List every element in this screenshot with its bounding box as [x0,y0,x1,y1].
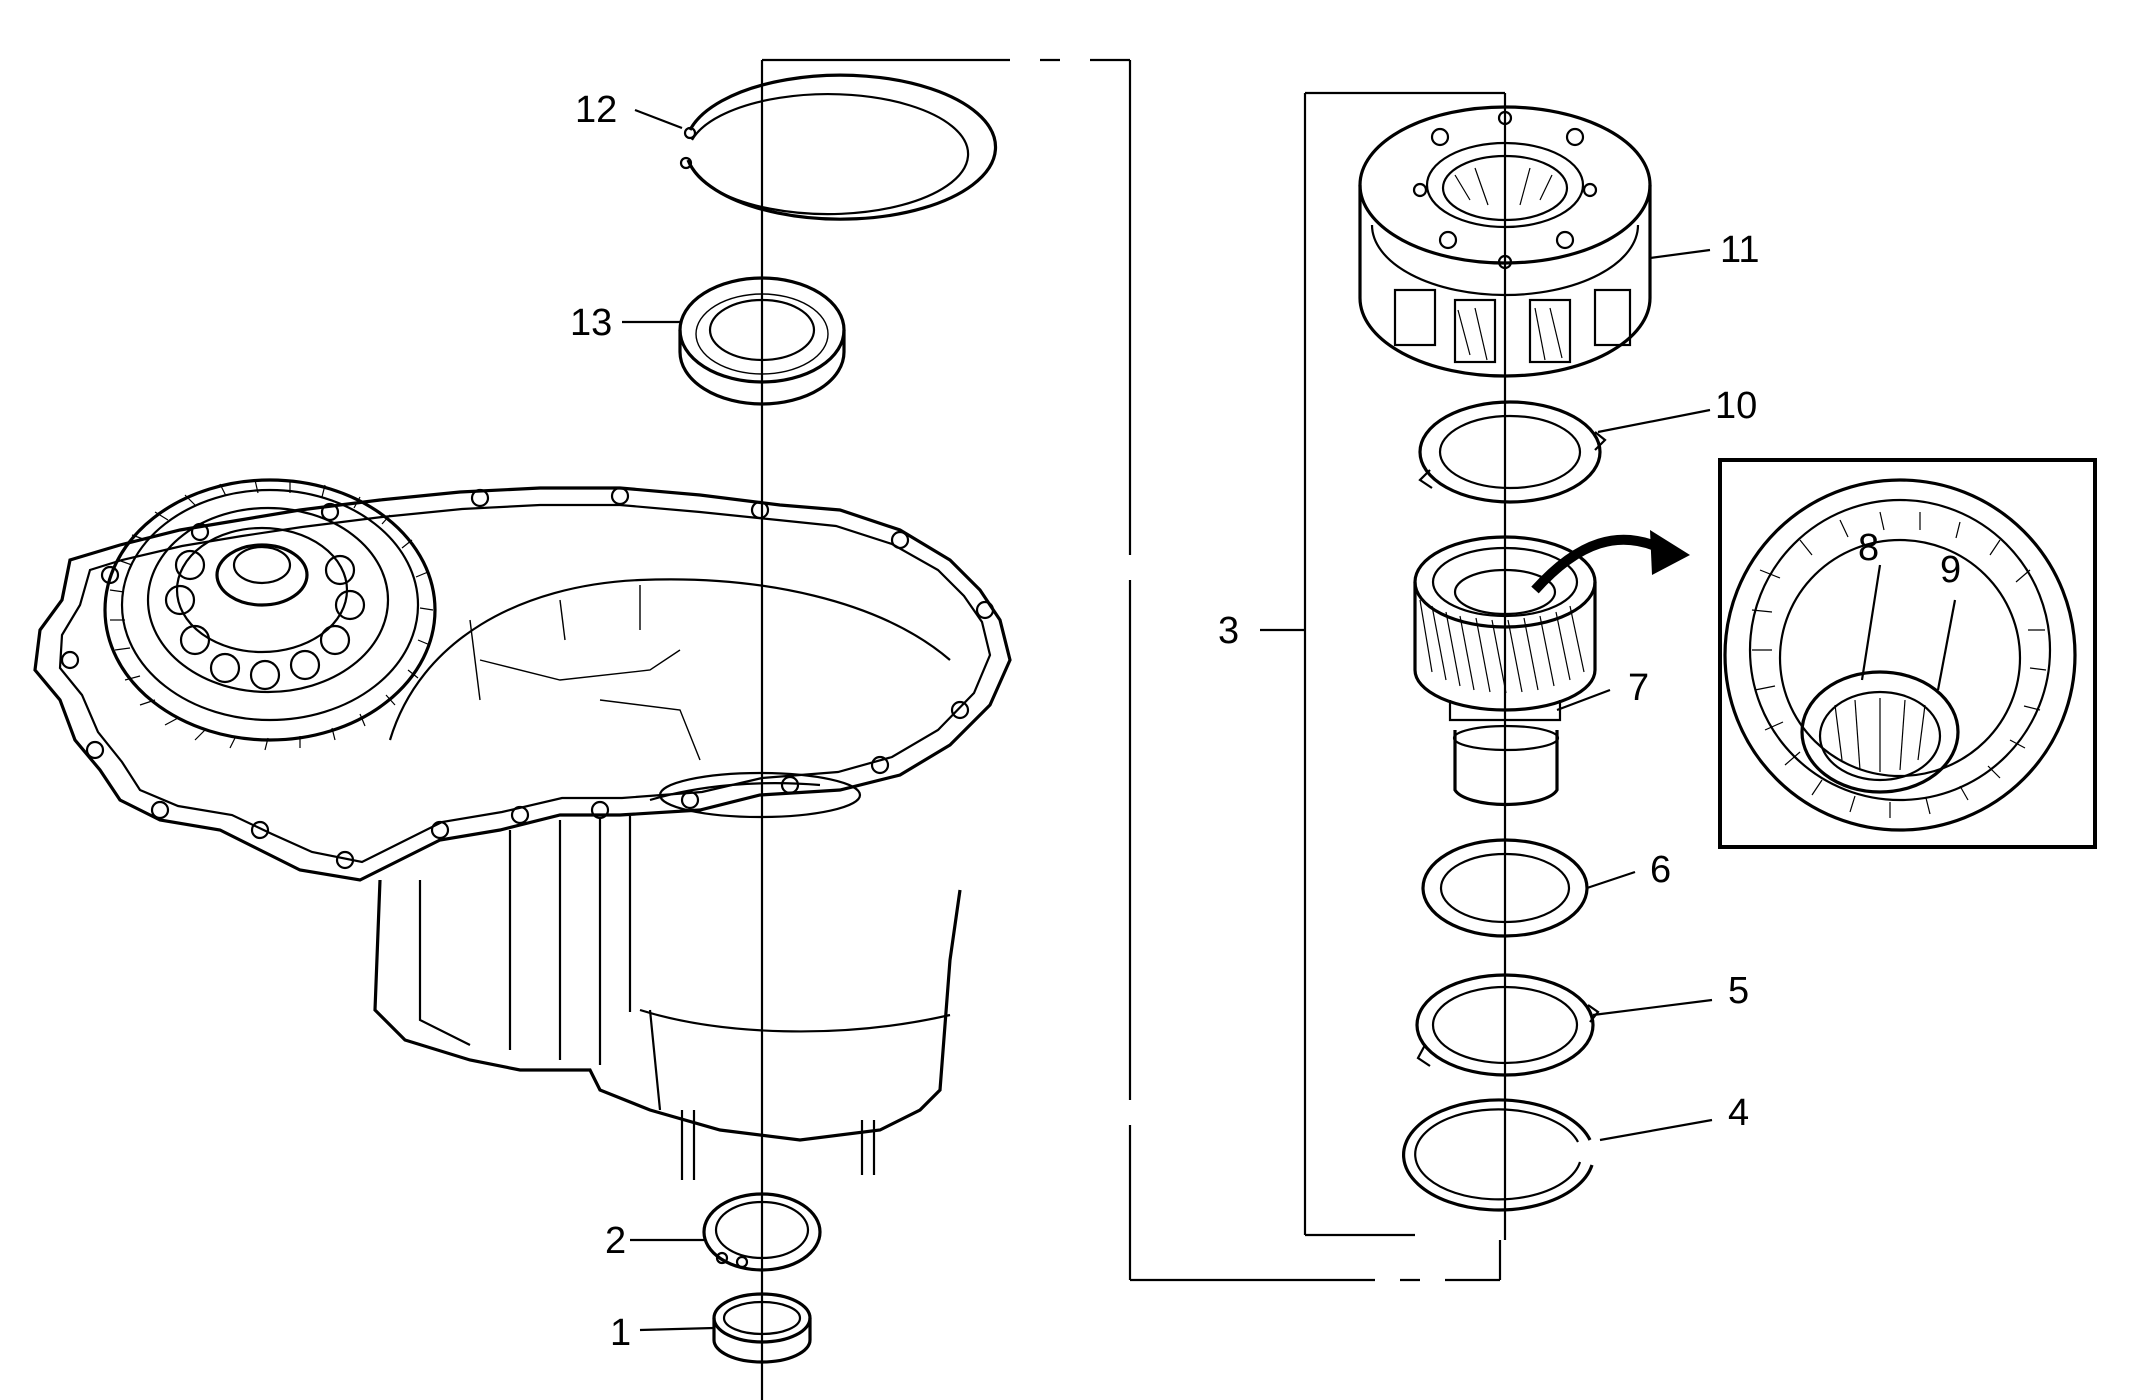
item-3-bracket [1260,91,1505,1237]
callout-7: 7 [1628,667,1649,709]
detail-inset [1718,458,2097,849]
callout-3: 3 [1218,610,1239,652]
callout-9: 9 [1940,549,1961,591]
callout-6: 6 [1650,849,1671,891]
callout-11: 11 [1720,229,1759,271]
part-13-bearing [622,276,846,406]
part-5-thrust-washer [1415,973,1713,1077]
part-2-snap-ring [630,1192,822,1272]
part-4-retaining-ring [1401,1098,1713,1212]
callout-4: 4 [1728,1092,1749,1134]
callout-13: 13 [570,302,612,344]
part-7-sun-gear [1413,530,1690,807]
callout-5: 5 [1728,970,1749,1012]
part-12-snap-ring [634,73,998,221]
callout-8: 8 [1858,527,1879,569]
callout-1: 1 [610,1312,631,1354]
part-1-bushing [639,1292,812,1364]
part-6-thrust-bearing [1421,838,1636,938]
part-11-planetary-carrier [1358,105,1711,378]
drive-gear [103,478,437,751]
transfer-case-housing [33,486,1012,1180]
callout-12: 12 [575,89,617,131]
callout-10: 10 [1715,385,1757,427]
part-10-thrust-washer [1418,400,1711,504]
callout-2: 2 [605,1220,626,1262]
assembly-bracket-outer [762,58,1502,1282]
